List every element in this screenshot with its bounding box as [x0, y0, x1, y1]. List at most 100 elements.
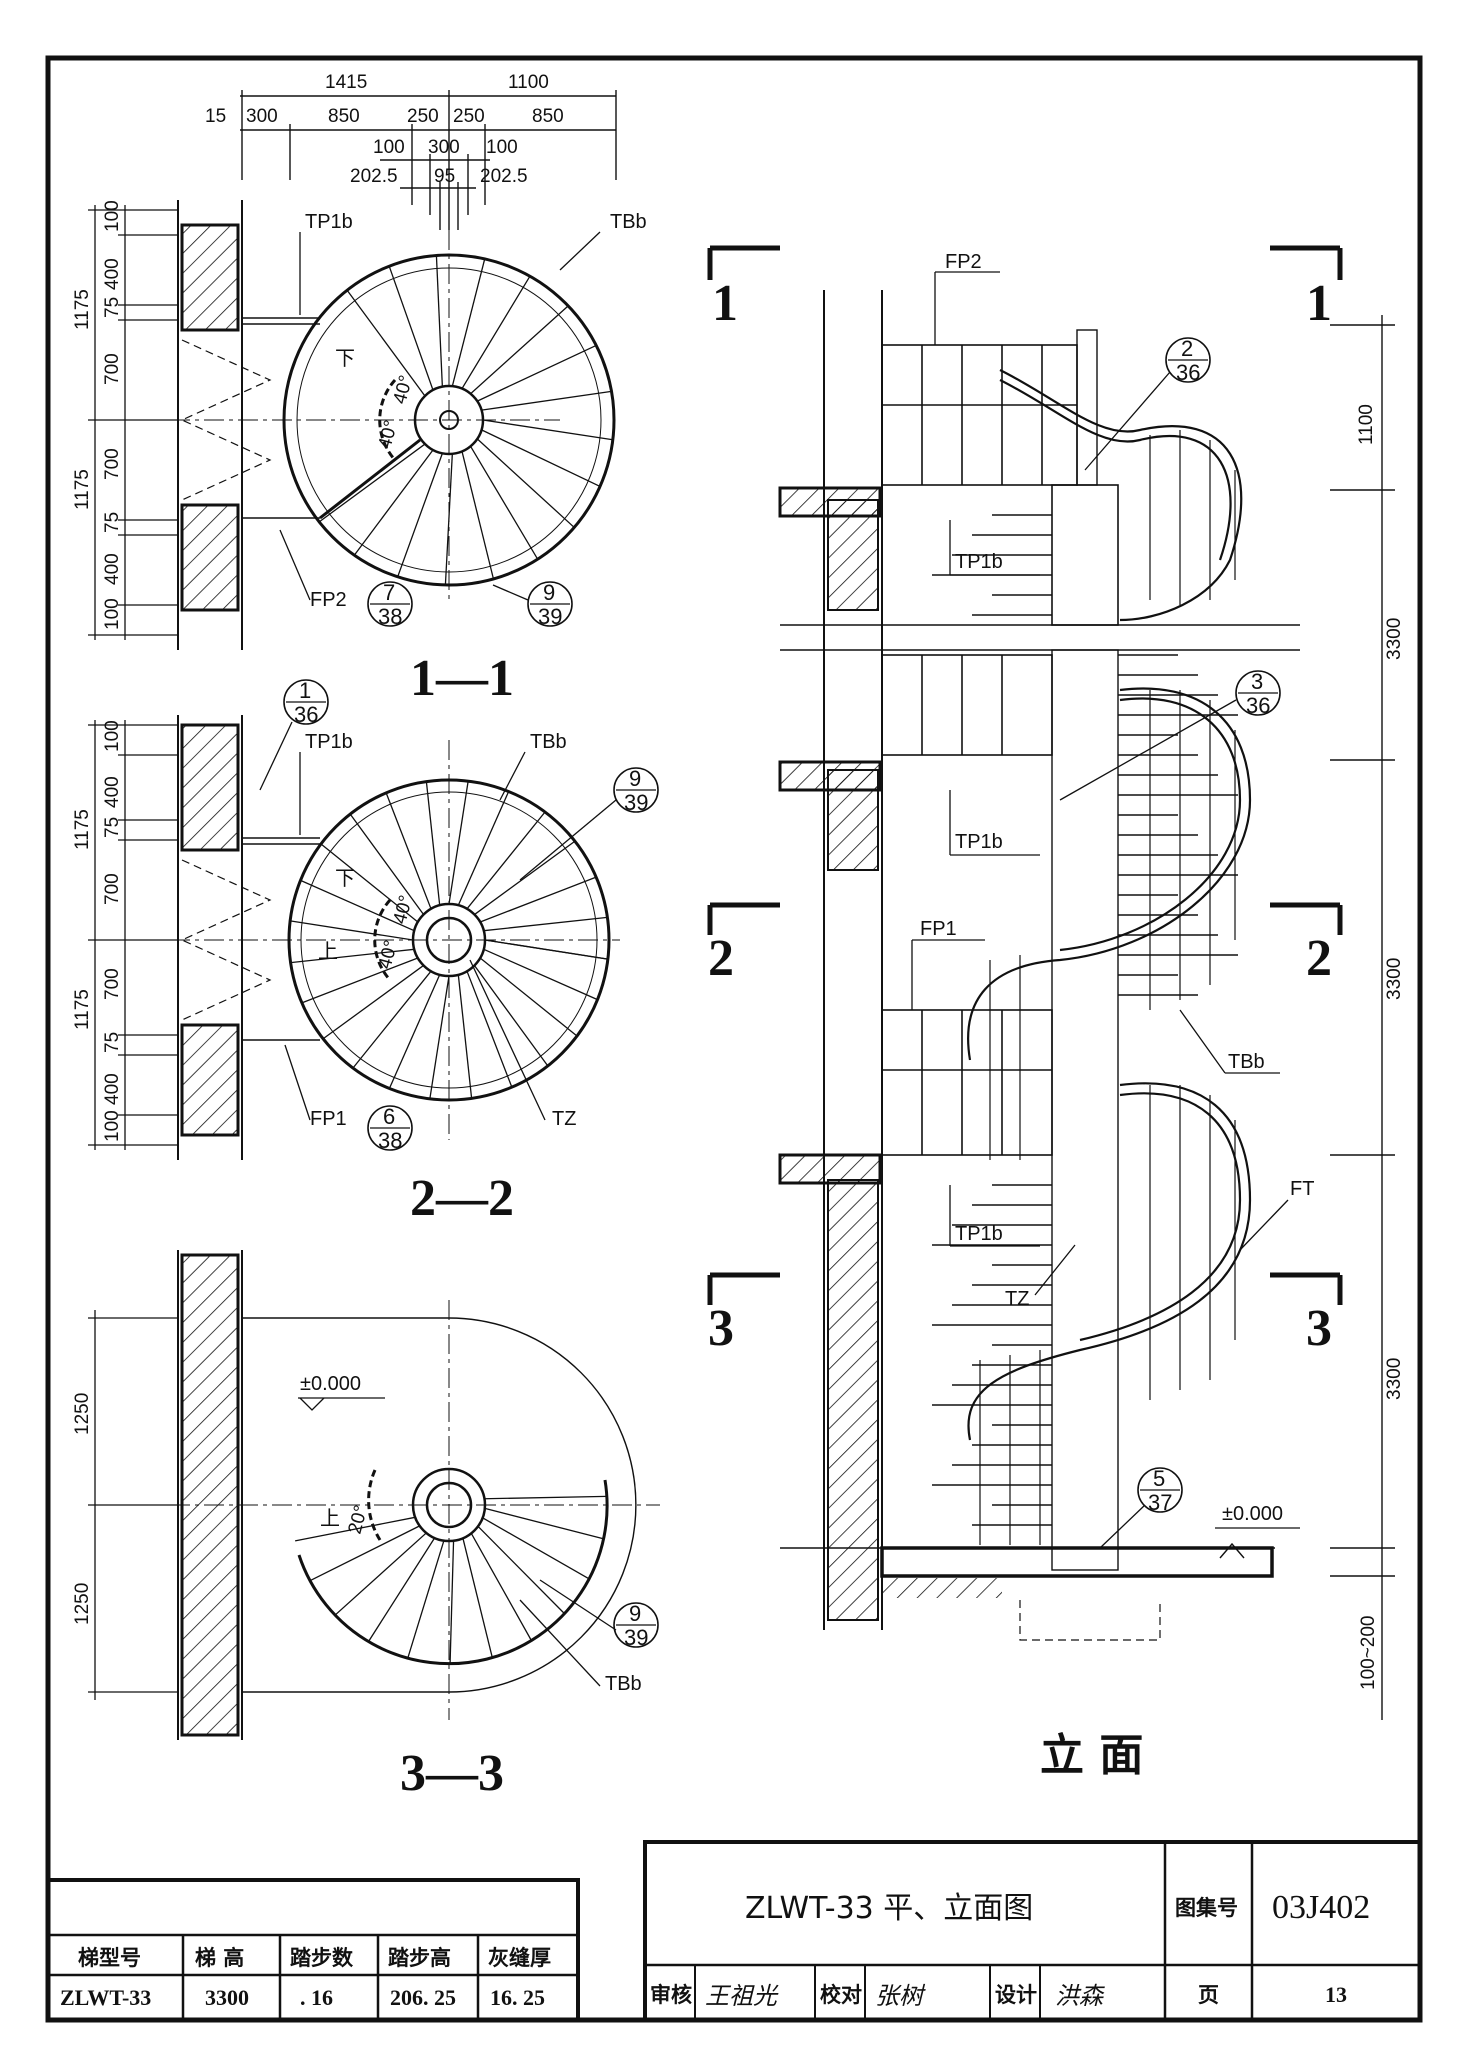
spec-table: 梯型号 梯 高 踏步数 踏步高 灰缝厚 ZLWT-33 3300 . 16 20… — [46, 1878, 580, 2022]
reviewer-signature: 王祖光 — [705, 1982, 779, 2010]
stair-tread — [444, 453, 453, 585]
dim-100-right: 100 — [486, 137, 518, 158]
wall-beam-upper — [180, 223, 240, 332]
title-block: ZLWT-33 平、立面图 图集号 03J402 审核 王祖光 校对 张树 设计… — [643, 1840, 1422, 2022]
stair-tread — [457, 974, 473, 1099]
svg-text:36: 36 — [1246, 693, 1270, 718]
plan-3-3: 1250 1250 ±0.000 上 20° 9 39 TBb 3—3 — [72, 1250, 660, 1802]
dim-400-b: 400 — [102, 553, 123, 585]
stair-tread — [429, 975, 450, 1099]
label-tp1b-3: TP1b — [955, 1223, 1003, 1245]
stair-tread — [481, 429, 601, 488]
stair-tread — [461, 275, 531, 389]
label-up: 上 — [318, 939, 338, 963]
check-label: 校对 — [820, 1983, 862, 2007]
label-fp2: FP2 — [945, 251, 982, 273]
cell-height: 3300 — [205, 1985, 249, 2010]
ref-9-39: 9 39 — [613, 1601, 659, 1650]
stair-tread — [301, 957, 419, 1004]
dim-850-right: 850 — [532, 106, 564, 127]
dim-202-right: 202.5 — [480, 166, 528, 187]
stair-tread — [300, 879, 415, 932]
ref-1-36: 1 36 — [283, 678, 329, 727]
ref-6-38: 6 38 — [367, 1104, 413, 1153]
stair-outer-circle — [282, 253, 616, 587]
stair-tread — [322, 964, 424, 1040]
stair-tread — [309, 1525, 420, 1582]
stair-tread — [483, 916, 608, 932]
stair-tread — [482, 419, 613, 441]
header-steps: 踏步数 — [290, 1946, 354, 1970]
angle-40-a: 40° — [390, 373, 418, 406]
stair-tread — [295, 1516, 416, 1542]
stair-tread — [482, 1517, 590, 1580]
stair-tread — [388, 266, 434, 391]
drawing-title: ZLWT-33 平、立面图 — [745, 1891, 1033, 1926]
cell-steps: . 16 — [300, 1985, 333, 2010]
cell-joint: 16. 25 — [490, 1985, 545, 2010]
section-mark-3-right: 3 — [1306, 1300, 1332, 1357]
stair-tread — [349, 813, 425, 915]
stair-tread — [448, 781, 469, 905]
elevation-view: 1 1 2 2 3 3 — [707, 245, 1405, 1781]
dim-100-200: 100~200 — [1358, 1616, 1379, 1691]
label-tbb: TBb — [1228, 1051, 1265, 1073]
svg-text:1: 1 — [299, 678, 311, 703]
header-joint: 灰缝厚 — [488, 1946, 551, 1970]
label-tp1b: TP1b — [305, 211, 353, 233]
dim-3300-c: 3300 — [1384, 1358, 1405, 1400]
floor-slab-upper — [778, 486, 882, 518]
ground-slab — [880, 1546, 1274, 1578]
stair-tread — [477, 1525, 565, 1614]
stair-tread — [451, 258, 486, 387]
stair-tread — [397, 453, 443, 578]
dim-700-a: 700 — [102, 353, 123, 385]
dim-75-a: 75 — [102, 817, 123, 838]
svg-text:39: 39 — [624, 790, 648, 815]
handrail — [967, 369, 1252, 1441]
svg-text:9: 9 — [543, 580, 555, 605]
label-tp1b-1: TP1b — [955, 551, 1003, 573]
dim-400-a: 400 — [102, 258, 123, 290]
svg-text:3: 3 — [1251, 669, 1263, 694]
wall-beam-lower — [180, 1023, 240, 1137]
wall-beam-upper — [180, 723, 240, 852]
dim-75-a: 75 — [102, 297, 123, 318]
svg-text:2: 2 — [1181, 336, 1193, 361]
label-up: 上 — [320, 1506, 340, 1530]
stair-tread — [483, 948, 598, 1001]
section-mark-2-left: 2 — [708, 930, 734, 987]
stair-tread — [470, 1532, 532, 1641]
stair-tread — [466, 970, 513, 1088]
dim-75-b: 75 — [102, 1032, 123, 1053]
ground-wall — [180, 1253, 240, 1737]
cell-riser: 206. 25 — [390, 1985, 456, 2010]
dim-400-b: 400 — [102, 1073, 123, 1105]
dim-1175-upper: 1175 — [72, 809, 93, 850]
dim-1100: 1100 — [508, 72, 549, 93]
svg-text:38: 38 — [378, 604, 402, 629]
stair-tread — [470, 305, 569, 395]
plan-2-2: 1175 1175 100 400 75 700 700 75 400 100 … — [72, 678, 659, 1227]
label-fp1: FP1 — [920, 918, 957, 940]
stair-tread — [462, 1538, 493, 1658]
svg-text:9: 9 — [629, 766, 641, 791]
cell-model: ZLWT-33 — [60, 1985, 151, 2010]
review-label: 审核 — [650, 1983, 692, 2007]
stair-tread — [352, 970, 432, 1069]
dim-1415: 1415 — [325, 72, 367, 93]
dim-700-b: 700 — [102, 448, 123, 480]
label-tp1b-2: TP1b — [955, 831, 1003, 853]
svg-text:5: 5 — [1153, 1466, 1165, 1491]
dim-3300-a: 3300 — [1384, 618, 1405, 660]
dim-300-mid: 300 — [428, 137, 460, 158]
label-tbb: TBb — [610, 211, 647, 233]
dim-400-a: 400 — [102, 776, 123, 808]
dim-250-left: 250 — [407, 106, 439, 127]
stair-tread — [479, 876, 597, 923]
dim-1175-upper: 1175 — [72, 289, 93, 330]
stair-outer-circle — [287, 778, 611, 1102]
label-tz: TZ — [1005, 1288, 1029, 1310]
title-elevation: 立 面 — [1040, 1730, 1143, 1781]
dim-3300-b: 3300 — [1384, 958, 1405, 1000]
